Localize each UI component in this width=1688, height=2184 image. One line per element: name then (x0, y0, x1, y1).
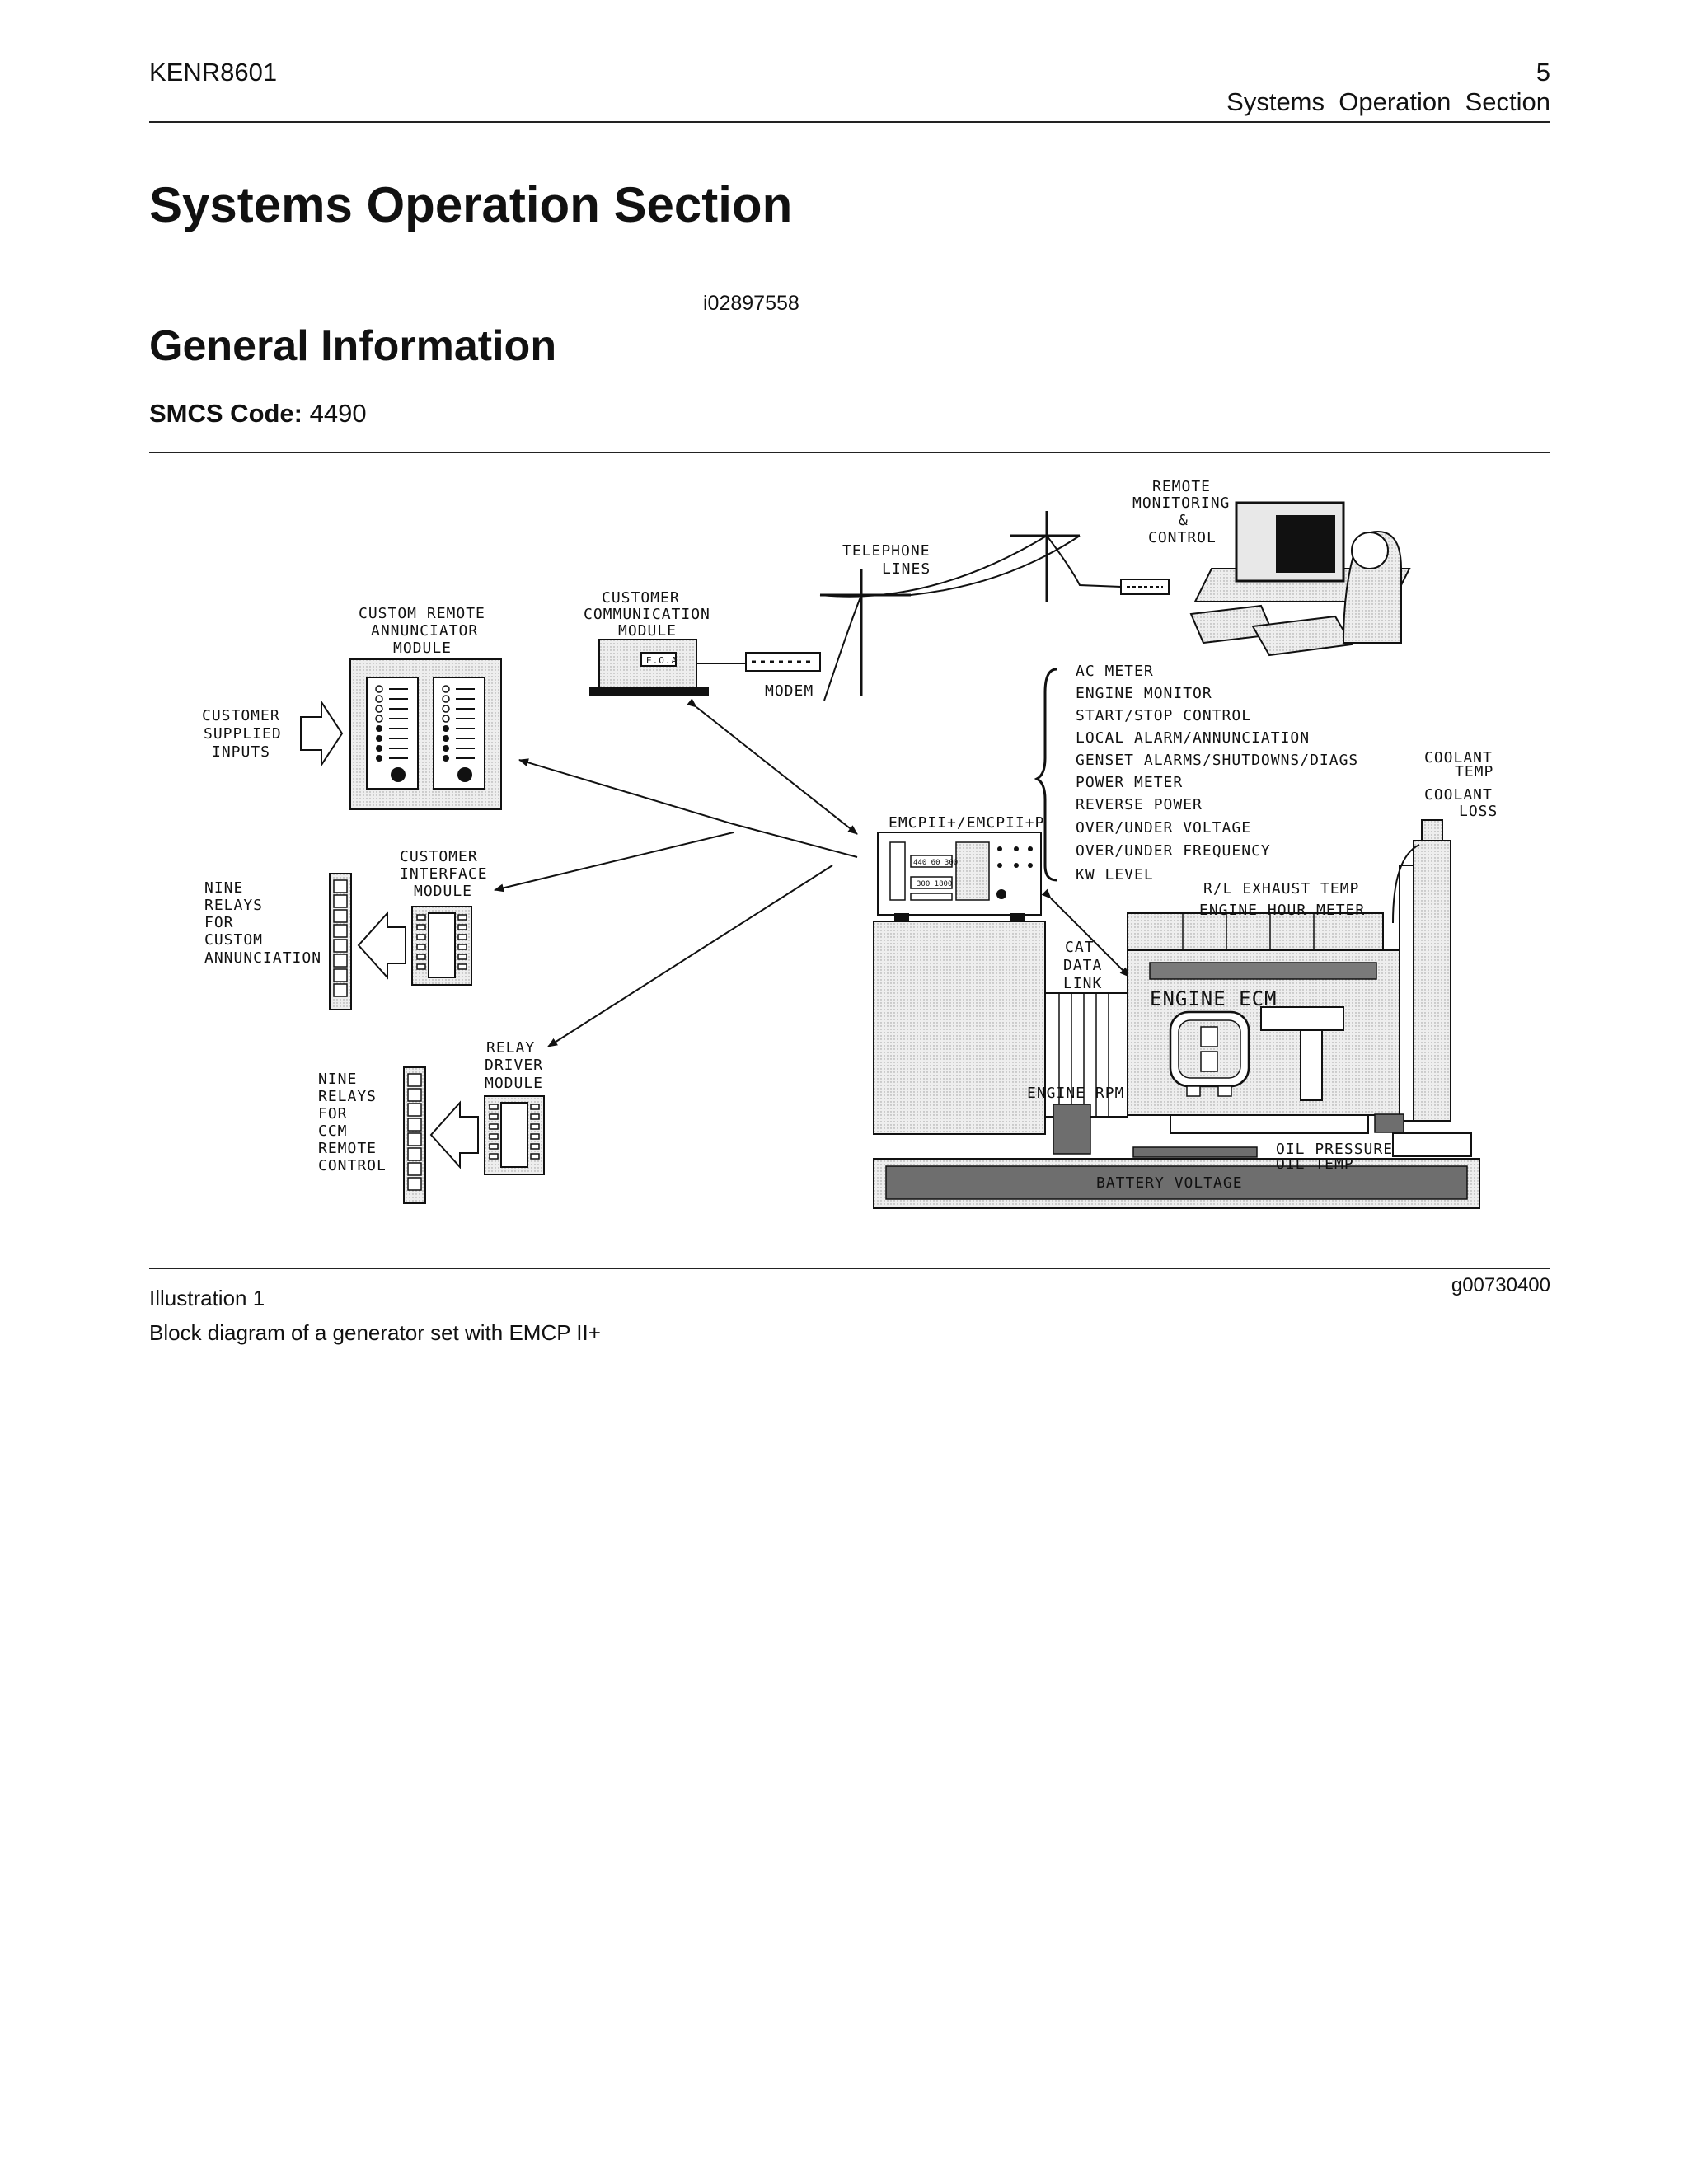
relay-driver-module-label: MODULE (485, 1075, 543, 1092)
engine-ecm-label: ENGINE ECM (1150, 987, 1278, 1010)
relay-driver-module-graphic (403, 1066, 545, 1204)
nine-relays-ccm-label: CONTROL (318, 1157, 387, 1174)
running-section-title: Systems Operation Section (1226, 87, 1550, 116)
customer-supplied-inputs-label: SUPPLIED (204, 725, 282, 743)
oil-pressure-label: OIL PRESSURE (1276, 1141, 1393, 1158)
emcp-function-item: ENGINE MONITOR (1076, 685, 1212, 702)
generator-set-graphic (873, 819, 1480, 1209)
document-id: KENR8601 (149, 58, 278, 87)
oil-temp-label: OIL TEMP (1276, 1155, 1354, 1173)
remote-monitoring-label: & (1179, 512, 1189, 529)
nine-relays-ccm-label: FOR (318, 1105, 348, 1122)
functions-brace (1034, 668, 1057, 882)
coolant-loss-label: LOSS (1459, 803, 1498, 820)
nine-relays-ccm-label: REMOTE (318, 1140, 377, 1157)
remote-computer-graphic (1120, 501, 1411, 657)
nine-relays-custom-label: FOR (204, 914, 234, 931)
customer-communication-module-label: MODULE (618, 622, 677, 640)
customer-interface-module-label: CUSTOMER (400, 848, 478, 865)
customer-interface-module-graphic (329, 873, 472, 1010)
customer-supplied-inputs-label: CUSTOMER (202, 707, 280, 724)
figure-top-rule (149, 452, 1550, 453)
custom-remote-annunciator-label: CUSTOM REMOTE (359, 605, 485, 622)
nine-relays-ccm-label: CCM (318, 1122, 348, 1140)
custom-remote-annunciator-label: MODULE (393, 640, 452, 657)
customer-supplied-inputs-label: INPUTS (212, 743, 270, 761)
figure-bottom-rule (149, 1268, 1550, 1269)
connection-arrows (494, 698, 1130, 1047)
nine-relays-ccm-label: RELAYS (318, 1088, 377, 1105)
cat-data-link-label: CAT (1065, 939, 1095, 956)
coolant-loss-label: COOLANT (1424, 786, 1493, 804)
nine-relays-ccm-label: NINE (318, 1071, 357, 1088)
customer-communication-module-graphic: E.O.A (589, 639, 821, 696)
telephone-lines-label: LINES (882, 560, 931, 578)
customer-interface-module-label: INTERFACE (400, 865, 488, 883)
eoa-label: E.O.A (646, 655, 678, 666)
telephone-lines-graphic (819, 511, 1122, 701)
emcp-function-item: OVER/UNDER FREQUENCY (1076, 842, 1271, 860)
engine-hour-meter-label: ENGINE HOUR METER (1199, 902, 1365, 919)
smcs-value: 4490 (309, 399, 367, 428)
emcp-function-item: LOCAL ALARM/ANNUNCIATION (1076, 729, 1310, 747)
customer-communication-module-label: CUSTOMER (602, 589, 680, 607)
cat-data-link-label: DATA (1063, 957, 1102, 974)
emcp-function-item: REVERSE POWER (1076, 796, 1203, 813)
customer-communication-module-label: COMMUNICATION (584, 606, 710, 623)
coolant-temp-label: COOLANT (1424, 749, 1493, 766)
relay-driver-module-label: DRIVER (485, 1057, 543, 1074)
smcs-code: SMCS Code: 4490 (149, 399, 367, 429)
remote-monitoring-label: MONITORING (1132, 494, 1230, 512)
battery-voltage-label: BATTERY VOLTAGE (1096, 1174, 1243, 1192)
graphic-id: g00730400 (1451, 1274, 1550, 1296)
section-heading: General Information (149, 322, 557, 370)
page-number: 5 (1536, 58, 1550, 87)
topic-id: i02897558 (703, 292, 799, 315)
nine-relays-custom-label: ANNUNCIATION (204, 949, 321, 967)
emcp-function-item: START/STOP CONTROL (1076, 707, 1251, 724)
relay-driver-module-label: RELAY (486, 1039, 535, 1057)
emcp-function-item: GENSET ALARMS/SHUTDOWNS/DIAGS (1076, 752, 1358, 769)
emcp-function-item: POWER METER (1076, 774, 1183, 791)
remote-monitoring-label: REMOTE (1152, 478, 1211, 495)
engine-rpm-label: ENGINE RPM (1027, 1085, 1124, 1102)
emcp-panel-graphic: 440 60 300 300 1800 (877, 832, 1042, 921)
nine-relays-custom-label: RELAYS (204, 897, 263, 914)
custom-remote-annunciator-graphic (300, 658, 502, 810)
smcs-label: SMCS Code: (149, 399, 302, 428)
emcp-function-item: OVER/UNDER VOLTAGE (1076, 819, 1251, 837)
coolant-temp-label: TEMP (1455, 763, 1493, 780)
diagram-labels: REMOTE MONITORING & CONTROL TELEPHONE LI… (202, 478, 1498, 1192)
emcp-display-1: 440 60 300 (913, 859, 958, 867)
emcp-function-item: AC METER (1076, 663, 1154, 680)
customer-interface-module-label: MODULE (414, 883, 472, 900)
nine-relays-custom-label: NINE (204, 879, 243, 897)
emcp-label: EMCPII+/EMCPII+P (889, 814, 1044, 832)
nine-relays-custom-label: CUSTOM (204, 931, 263, 949)
remote-monitoring-label: CONTROL (1148, 529, 1217, 546)
custom-remote-annunciator-label: ANNUNCIATOR (371, 622, 478, 640)
modem-label: MODEM (765, 682, 814, 700)
illustration-caption: Block diagram of a generator set with EM… (149, 1320, 601, 1345)
telephone-lines-label: TELEPHONE (842, 542, 931, 560)
header-rule (149, 121, 1550, 123)
cat-data-link-label: LINK (1063, 975, 1102, 992)
rl-exhaust-temp-label: R/L EXHAUST TEMP (1203, 880, 1359, 898)
emcp-display-2: 300 1800 (917, 880, 952, 888)
page-title: Systems Operation Section (149, 177, 793, 232)
emcp-function-item: KW LEVEL (1076, 866, 1154, 883)
illustration-label: Illustration 1 (149, 1286, 265, 1310)
